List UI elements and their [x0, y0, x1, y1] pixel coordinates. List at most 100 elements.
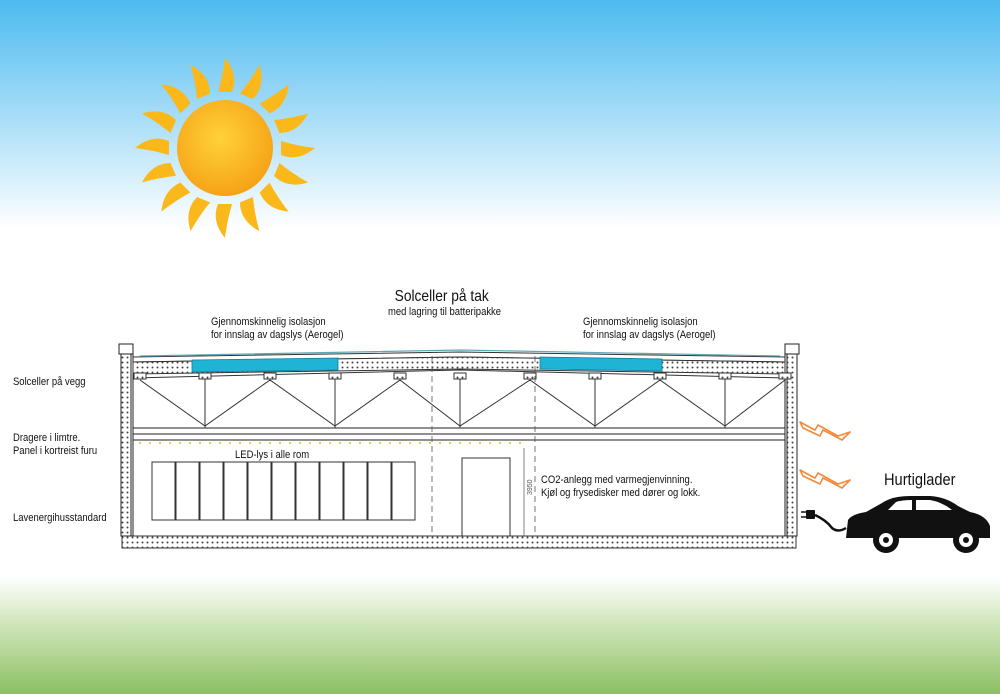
freezer-door: [295, 461, 320, 521]
truss-joint: [453, 372, 467, 380]
sun-ray: [239, 64, 262, 99]
freezer-door: [271, 461, 296, 521]
label-standard: Lavenergihusstandard: [13, 512, 107, 524]
freezer-door: [223, 461, 248, 521]
led-dot: [378, 441, 382, 445]
sun-icon: [135, 58, 315, 238]
led-dot: [308, 441, 312, 445]
freezer-door: [247, 461, 272, 521]
led-dot: [298, 441, 302, 445]
sun-ray: [259, 84, 289, 114]
led-dot: [448, 441, 452, 445]
led-dot: [158, 441, 162, 445]
led-dot: [238, 441, 242, 445]
freezer-doors: [151, 461, 416, 521]
freezer-door: [151, 461, 176, 521]
led-dot: [318, 441, 322, 445]
led-dot: [478, 441, 482, 445]
label-co2-line1: CO2-anlegg med varmegjenvinning.: [541, 474, 693, 486]
led-dot: [328, 441, 332, 445]
led-dot: [168, 441, 172, 445]
led-dot: [398, 441, 402, 445]
sun-ray: [141, 162, 176, 183]
led-dot: [278, 441, 282, 445]
sun-ray: [188, 197, 211, 232]
sun-ray: [190, 64, 211, 99]
truss-joint: [588, 372, 602, 380]
led-dot: [388, 441, 392, 445]
led-dot: [338, 441, 342, 445]
plug-icon: [801, 510, 847, 532]
led-dot: [418, 441, 422, 445]
led-dot: [408, 441, 412, 445]
led-dot: [228, 441, 232, 445]
sun-ray: [274, 113, 309, 134]
roof-truss: [133, 372, 792, 428]
freezer-door: [175, 461, 200, 521]
label-beams-line1: Dragere i limtre.: [13, 432, 81, 444]
freezer-door: [391, 461, 416, 521]
car-icon: [846, 496, 990, 553]
insulation-right-line1: Gjennomskinnelig isolasjon: [583, 316, 698, 328]
sun-disc: [177, 100, 273, 196]
sun-ray: [161, 182, 191, 212]
led-dot: [358, 441, 362, 445]
insulation-left-line1: Gjennomskinnelig isolasjon: [211, 316, 326, 328]
label-co2-line2: Kjøl og frysedisker med dører og lokk.: [541, 487, 701, 499]
insulation-left-line2: for innslag av dagslys (Aerogel): [211, 329, 344, 341]
led-dot: [258, 441, 262, 445]
lightning-bolt-icon: [799, 421, 851, 489]
led-dots: [138, 441, 522, 445]
led-dot: [198, 441, 202, 445]
truss-joint: [653, 372, 667, 380]
truss-joint: [718, 372, 732, 380]
led-dot: [468, 441, 472, 445]
freezer-door: [319, 461, 344, 521]
sun-ray: [161, 84, 191, 114]
freezer-door: [367, 461, 392, 521]
led-dot: [288, 441, 292, 445]
truss-joint: [778, 372, 792, 380]
label-led: LED-lys i alle rom: [235, 449, 310, 461]
truss-joint: [523, 372, 537, 380]
led-dot: [138, 441, 142, 445]
charger-label: Hurtiglader: [884, 470, 956, 489]
led-dot: [268, 441, 272, 445]
dimension-text: 3950: [527, 479, 534, 495]
led-dot: [508, 441, 512, 445]
sun-ray: [281, 141, 315, 158]
truss-joint: [328, 372, 342, 380]
roof-subtitle: med lagring til batteripakke: [388, 306, 502, 318]
led-dot: [458, 441, 462, 445]
led-dot: [178, 441, 182, 445]
insulation-right-line2: for innslag av dagslys (Aerogel): [583, 329, 716, 341]
led-dot: [498, 441, 502, 445]
truss-joint: [198, 372, 212, 380]
sun-ray: [215, 204, 232, 238]
label-beams-line2: Panel i kortreist furu: [13, 445, 98, 457]
led-dot: [218, 441, 222, 445]
led-dot: [348, 441, 352, 445]
led-dot: [248, 441, 252, 445]
truss-joint: [133, 372, 147, 380]
center-lines: [431, 356, 536, 536]
sun-ray: [218, 58, 235, 92]
led-dot: [438, 441, 442, 445]
aerogel-panels: [191, 356, 663, 373]
sun-ray: [141, 111, 176, 134]
sun-ray: [239, 197, 260, 232]
label-wall-solar: Solceller på vegg: [13, 376, 86, 388]
freezer-door: [199, 461, 224, 521]
sun-ray: [274, 162, 309, 185]
led-dot: [518, 441, 522, 445]
led-dot: [208, 441, 212, 445]
door-opening: [461, 457, 511, 537]
freezer-door: [343, 461, 368, 521]
sun-ray: [259, 182, 289, 212]
roof-title: Solceller på tak: [394, 288, 489, 305]
led-dot: [428, 441, 432, 445]
led-dot: [488, 441, 492, 445]
led-dot: [148, 441, 152, 445]
